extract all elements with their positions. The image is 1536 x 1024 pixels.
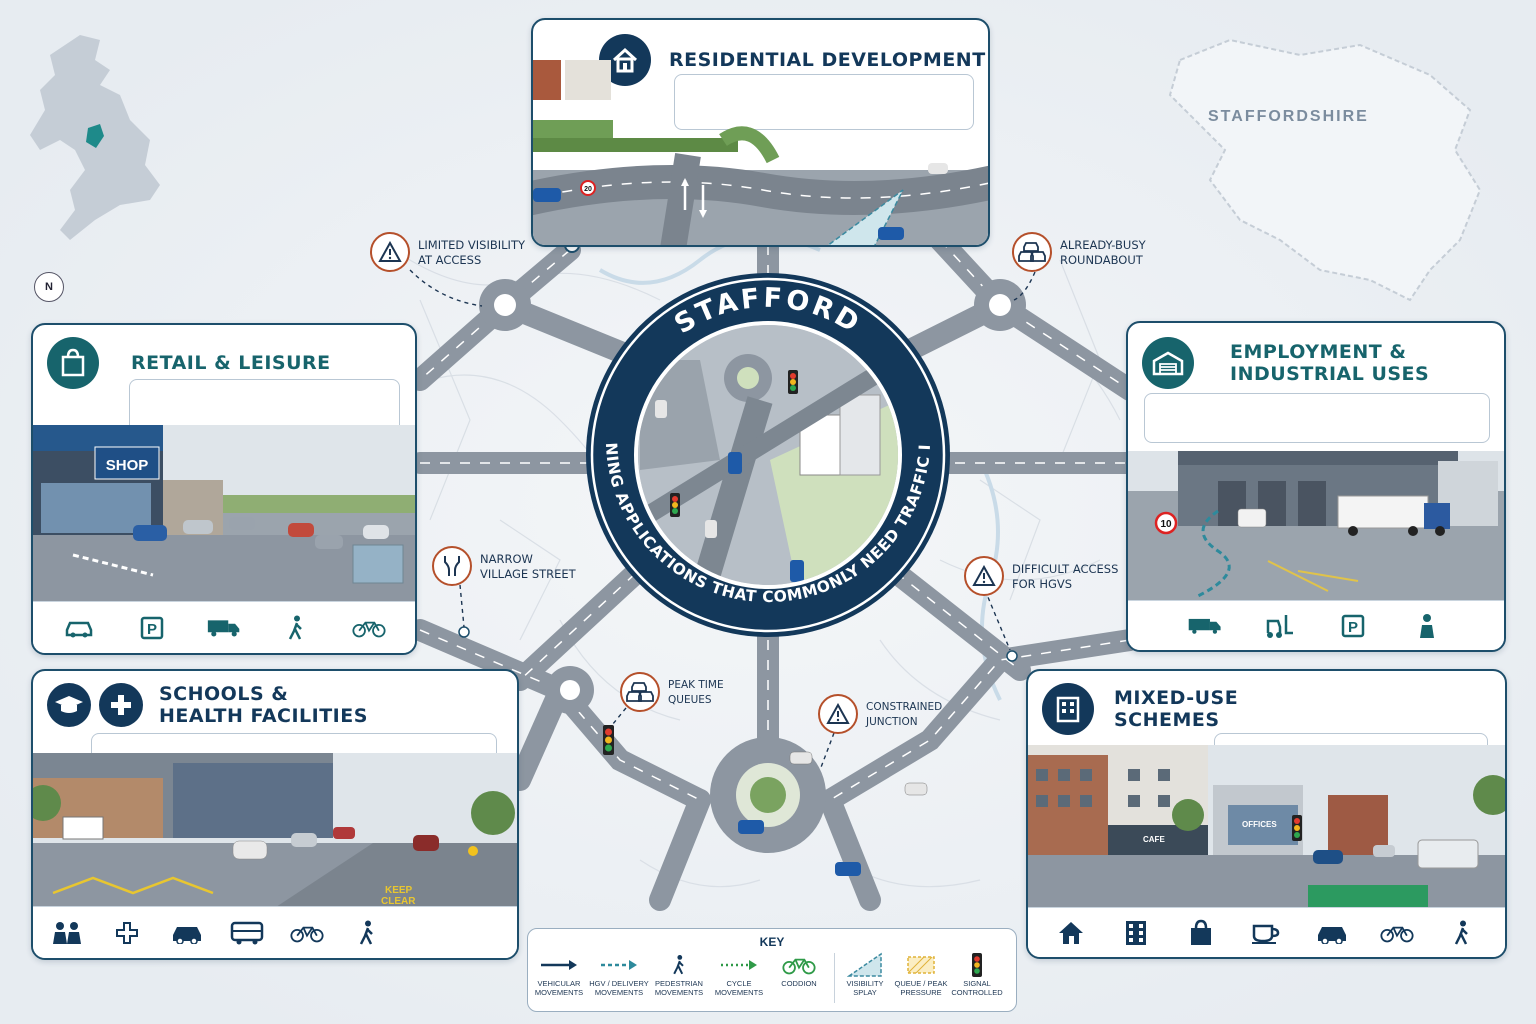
retail-panel: RETAIL & LEISURE SHOP	[31, 323, 417, 655]
medical-cross-icon	[99, 683, 143, 727]
narrow-road-icon	[432, 546, 472, 586]
mixed-use-panel: MIXED-USE SCHEMES CAFE OFFICES	[1026, 669, 1507, 959]
key-divider	[834, 953, 835, 1003]
warning-icon	[964, 556, 1004, 596]
car-icon	[62, 613, 96, 643]
shop-sign: SHOP	[106, 457, 149, 474]
stafford-medallion	[586, 273, 950, 637]
employment-text-box[interactable]	[1144, 393, 1490, 443]
center-title: STAFFORD	[669, 283, 863, 341]
bus-icon	[230, 918, 264, 948]
key-title: KEY	[759, 935, 785, 949]
mixed-use-icon-row	[1028, 907, 1505, 957]
warning-icon	[818, 694, 858, 734]
traffic-light-center	[670, 370, 798, 517]
keep-marking: KEEP	[385, 885, 413, 896]
retail-parking-glyph: P	[147, 621, 157, 638]
schools-scene: KEEP CLEAR	[33, 753, 517, 909]
cafe-sign: CAFE	[1143, 835, 1165, 844]
svg-text:STAFFORD: STAFFORD	[669, 283, 866, 341]
parking-icon: P	[1336, 611, 1370, 641]
shopping-bag-icon	[47, 337, 99, 389]
employment-parking-glyph: P	[1348, 619, 1358, 636]
forklift-icon	[1262, 611, 1296, 641]
shopping-bag-icon	[1184, 918, 1218, 948]
mixed-use-title: MIXED-USE SCHEMES	[1114, 687, 1239, 731]
schools-panel: SCHOOLS & HEALTH FACILITIES KEEP CLEAR	[31, 669, 519, 960]
residential-title: RESIDENTIAL DEVELOPMENT	[669, 49, 986, 71]
traffic-cars-icon	[620, 672, 660, 712]
employment-speed-sign: 10	[1160, 519, 1172, 530]
person-icon	[1410, 611, 1444, 641]
retail-icon-row: P	[33, 601, 415, 653]
region-label: STAFFORDSHIRE	[1208, 108, 1369, 125]
pedestrian-icon	[1445, 918, 1479, 948]
truck-icon	[1188, 611, 1222, 641]
traffic-light-peak	[603, 725, 614, 755]
parking-icon: P	[135, 613, 169, 643]
offices-sign: OFFICES	[1242, 820, 1277, 829]
bicycle-icon	[352, 613, 386, 643]
pedestrian-icon	[350, 918, 384, 948]
coffee-cup-icon	[1249, 918, 1283, 948]
uk-locator-map	[30, 35, 160, 240]
staffordshire-outline	[1168, 38, 1482, 302]
schools-title: SCHOOLS & HEALTH FACILITIES	[159, 683, 368, 727]
car-icon	[170, 918, 204, 948]
apartment-icon	[1119, 918, 1153, 948]
residential-text-box[interactable]	[674, 74, 974, 130]
clear-marking: CLEAR	[381, 896, 416, 907]
car-icon	[1315, 918, 1349, 948]
graduation-cap-icon	[47, 683, 91, 727]
medical-cross-icon	[110, 918, 144, 948]
residential-scene: 20	[533, 60, 988, 245]
employment-panel: EMPLOYMENT & INDUSTRIAL USES 10	[1126, 321, 1506, 652]
traffic-cars-icon	[1012, 232, 1052, 272]
employment-title: EMPLOYMENT & INDUSTRIAL USES	[1230, 341, 1430, 385]
key-cycle-route: CODDION	[764, 951, 834, 988]
warning-icon	[370, 232, 410, 272]
employment-icon-row: P	[1128, 600, 1504, 650]
residential-panel: RESIDENTIAL DEVELOPMENT	[531, 18, 990, 247]
schools-icon-row	[33, 906, 517, 958]
compass-north: N	[34, 272, 64, 302]
truck-icon	[207, 613, 241, 643]
house-icon	[1054, 918, 1088, 948]
retail-scene: SHOP	[33, 425, 415, 605]
bicycle-icon	[290, 918, 324, 948]
family-icon	[50, 918, 84, 948]
bicycle-icon	[1380, 918, 1414, 948]
retail-title: RETAIL & LEISURE	[131, 352, 331, 374]
speed-20-sign: 20	[584, 186, 592, 193]
apartment-building-icon	[1042, 683, 1094, 735]
employment-scene: 10	[1128, 451, 1504, 603]
pedestrian-icon	[279, 613, 313, 643]
mixed-use-scene: CAFE OFFICES	[1028, 745, 1505, 909]
retail-text-box[interactable]	[129, 379, 400, 433]
warehouse-icon	[1142, 337, 1194, 389]
